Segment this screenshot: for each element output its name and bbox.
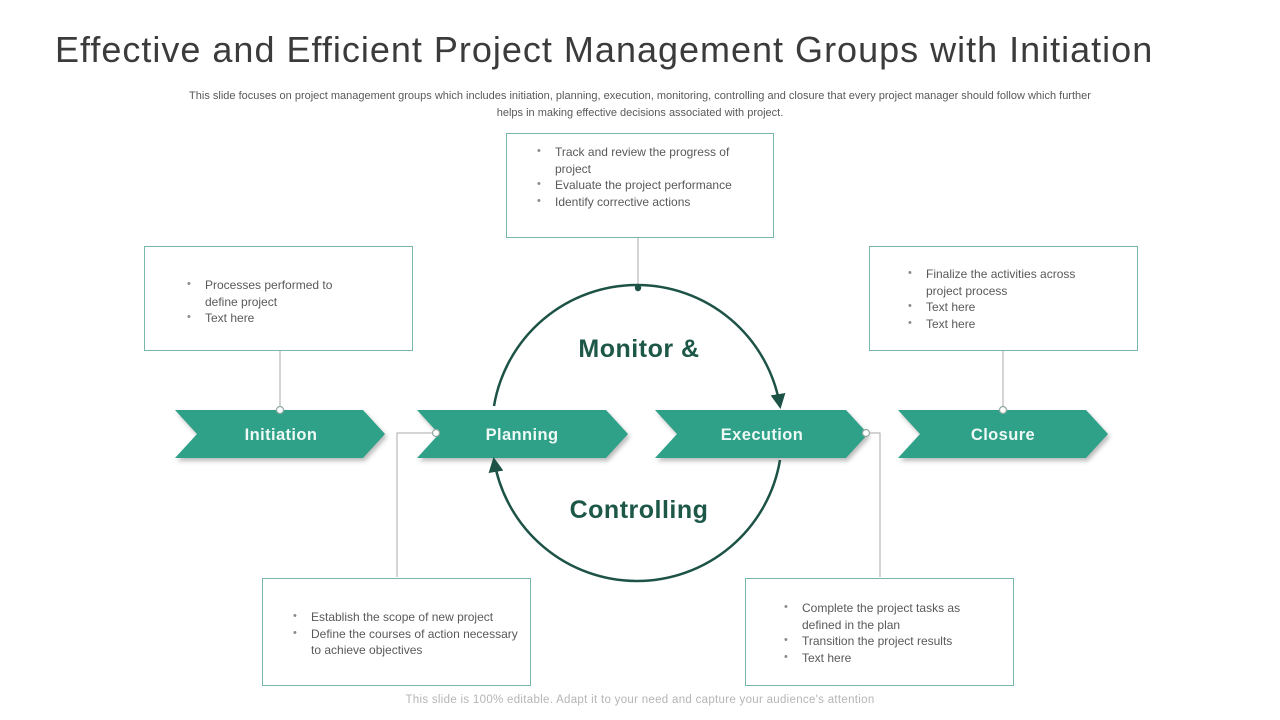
endpoint-planning xyxy=(431,428,441,438)
cycle-label-monitor: Monitor & xyxy=(578,335,700,363)
callout-monitoring-list: Track and review the progress of project… xyxy=(507,134,773,210)
callout-execution: Complete the project tasks as defined in… xyxy=(745,578,1014,686)
stage-label-planning: Planning xyxy=(486,426,559,444)
bullet-item: Text here xyxy=(906,299,1113,316)
connector-execution xyxy=(867,432,881,577)
bullet-item: Transition the project results xyxy=(782,633,989,650)
bullet-item: Track and review the progress of project xyxy=(535,144,743,177)
slide-title: Effective and Efficient Project Manageme… xyxy=(55,29,1154,70)
bullet-item: Text here xyxy=(906,316,1113,333)
bullet-item: Text here xyxy=(782,650,989,667)
bullet-item: Identify corrective actions xyxy=(535,194,743,211)
chevron-execution xyxy=(655,410,868,458)
bullet-item: Text here xyxy=(185,310,356,327)
stage-label-closure: Closure xyxy=(971,426,1035,444)
chevron-planning xyxy=(417,410,628,458)
slide-footer: This slide is 100% editable. Adapt it to… xyxy=(405,694,875,706)
endpoint-initiation xyxy=(275,405,285,415)
cycle-arc-bottom xyxy=(488,457,782,583)
endpoint-execution xyxy=(861,428,871,438)
bullet-item: Processes performed to define project xyxy=(185,277,356,310)
callout-initiation-list: Processes performed to define projectTex… xyxy=(145,247,412,327)
callout-planning: Establish the scope of new projectDefine… xyxy=(262,578,531,686)
endpoint-closure xyxy=(998,405,1008,415)
callout-closure-list: Finalize the activities across project p… xyxy=(870,247,1137,332)
bullet-item: Establish the scope of new project xyxy=(291,609,526,626)
callout-initiation: Processes performed to define projectTex… xyxy=(144,246,413,351)
connector-endpoints xyxy=(275,405,1008,438)
callout-monitoring: Track and review the progress of project… xyxy=(506,133,774,238)
stage-label-initiation: Initiation xyxy=(245,426,318,444)
bullet-item: Define the courses of action necessary t… xyxy=(291,626,526,659)
bullet-item: Finalize the activities across project p… xyxy=(906,266,1113,299)
callout-planning-list: Establish the scope of new projectDefine… xyxy=(263,579,530,659)
connector-lines xyxy=(279,237,1004,577)
stage-chevrons xyxy=(175,410,1108,458)
callout-execution-list: Complete the project tasks as defined in… xyxy=(746,579,1013,666)
cycle-top-dot xyxy=(634,284,642,292)
callout-closure: Finalize the activities across project p… xyxy=(869,246,1138,351)
stage-label-execution: Execution xyxy=(721,426,803,444)
connector-planning xyxy=(396,432,433,577)
chevron-closure xyxy=(898,410,1108,458)
bullet-item: Complete the project tasks as defined in… xyxy=(782,600,989,633)
chevron-initiation xyxy=(175,410,385,458)
bullet-item: Evaluate the project performance xyxy=(535,177,743,194)
slide-subtitle: This slide focuses on project management… xyxy=(189,90,1091,119)
cycle-label-controlling: Controlling xyxy=(569,496,709,524)
